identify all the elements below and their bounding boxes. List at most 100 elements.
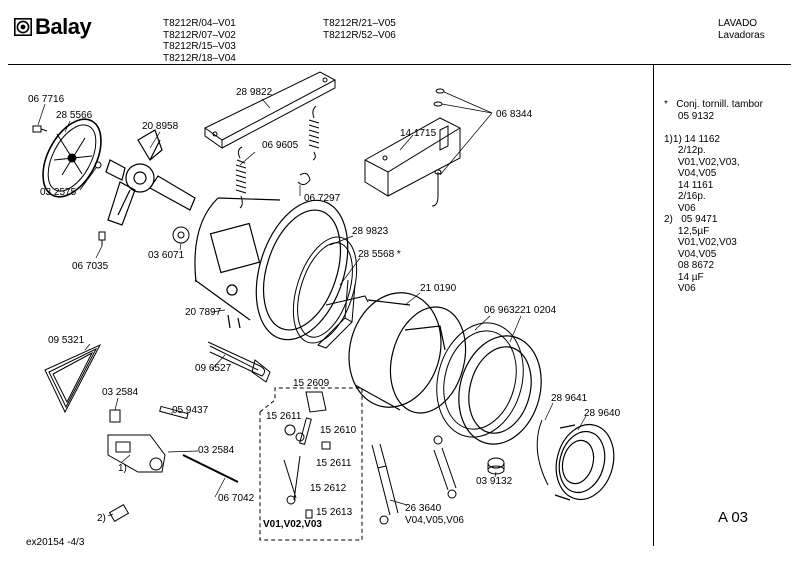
part-label: 05 9437 xyxy=(172,405,209,416)
footer-code: ex20154 -4/3 xyxy=(26,537,85,548)
bracket-285568 xyxy=(317,279,369,349)
header-divider xyxy=(8,64,791,65)
model-line: T8212R/52–V06 xyxy=(323,29,396,41)
capacitor xyxy=(108,503,130,523)
note-line: V06 xyxy=(664,283,696,294)
inner-drum-210190 xyxy=(348,292,467,414)
note-line: 14 1161 xyxy=(664,179,714,191)
kit-parts xyxy=(283,391,331,519)
note-line: V01,V02,V03, xyxy=(664,156,740,168)
part-label: 06 7035 xyxy=(72,261,109,272)
part-label: 15 2610 xyxy=(320,425,357,436)
part-label: 15 2613 xyxy=(316,507,353,518)
model-list-col1: T8212R/04–V01 T8212R/07–V02 T8212R/15–V0… xyxy=(163,18,236,64)
category-line2: Lavadoras xyxy=(718,29,765,41)
outer-tub xyxy=(194,197,349,341)
screw-067716 xyxy=(32,125,48,133)
door-gasket-289640 xyxy=(554,423,615,501)
part-label: 20 8958 xyxy=(142,121,179,132)
model-line: T8212R/18–V04 xyxy=(163,52,236,64)
note-line: 2) 05 9471 xyxy=(664,214,718,225)
brand-name: Balay xyxy=(35,14,92,39)
part-label: 09 5321 xyxy=(48,335,85,346)
pulley-wheel xyxy=(42,118,102,198)
shock-absorber-left xyxy=(371,443,399,525)
strip-059437 xyxy=(159,405,189,420)
leader-lines xyxy=(37,91,587,517)
category-line1: LAVADO xyxy=(718,18,758,29)
model-line: T8212R/15–V03 xyxy=(163,41,236,52)
part-label: 09 6527 xyxy=(195,363,232,374)
washer-032575 xyxy=(94,161,102,169)
part-label: 03 2575 xyxy=(40,187,77,198)
note-line: 12,5µF xyxy=(664,225,710,237)
tub-ring-289823 xyxy=(292,236,358,344)
note-line: V04,V05 xyxy=(664,168,717,179)
bearing-036071 xyxy=(172,226,190,244)
part-label: 15 2611 xyxy=(266,411,302,422)
note-line: 1)1) 14 1162 xyxy=(664,133,720,145)
clip-067297 xyxy=(297,172,311,186)
spring-left xyxy=(235,146,247,209)
part-label: 06 9605 xyxy=(262,140,299,151)
part-label: 03 6071 xyxy=(148,250,185,261)
part-label: 03 2584 xyxy=(198,445,235,456)
spring-right xyxy=(308,105,320,161)
bolt-067042 xyxy=(182,454,239,483)
model-list-col2: T8212R/21–V05 T8212R/52–V06 xyxy=(323,18,396,41)
note-line: V06 xyxy=(664,202,696,214)
part-label: 28 9822 xyxy=(236,87,273,98)
part-label: 06 7297 xyxy=(304,193,341,204)
part-label: 20 7897 xyxy=(185,307,222,318)
note-line: 05 9132 xyxy=(664,110,715,122)
part-label: 03 2584 xyxy=(102,387,139,398)
screw-067035 xyxy=(98,231,106,246)
part-label: 28 9823 xyxy=(352,226,389,237)
top-bracket xyxy=(204,71,337,149)
part-label: 26 3640 xyxy=(405,503,442,514)
heater-096527 xyxy=(207,341,271,383)
model-line: T8212R/21–V05 xyxy=(323,18,396,29)
balay-logo-mark-icon xyxy=(14,18,32,36)
exploded-diagram xyxy=(32,71,615,541)
note-line: 08 8672 xyxy=(664,260,715,271)
ref-label: 1) xyxy=(118,463,127,474)
note-line: V01,V02,V03 xyxy=(664,237,737,248)
variant-label: V04,V05,V06 xyxy=(405,515,464,526)
part-label: 28 5568 * xyxy=(358,249,401,260)
part-label: 28 9641 xyxy=(551,393,588,404)
shock-absorber-right xyxy=(433,435,457,499)
notes-panel: * Conj. tornill. tambor 05 9132 1)1) 14 … xyxy=(664,99,763,295)
belt-095321 xyxy=(44,343,102,414)
counterweight-141715 xyxy=(364,117,461,197)
ref-label: 2) xyxy=(97,513,106,524)
pump xyxy=(107,434,166,473)
part-label: 15 2611 xyxy=(316,458,352,469)
front-ring-210204 xyxy=(458,335,542,445)
balay-logo: Balay xyxy=(14,14,92,39)
kit-box xyxy=(259,387,363,541)
model-line: T8212R/04–V01 xyxy=(163,18,236,29)
note-line: 2/12p. xyxy=(664,145,706,156)
part-label: 06 7716 xyxy=(28,94,65,105)
part-label: 15 2612 xyxy=(310,483,347,494)
category-label: LAVADO Lavadoras xyxy=(718,18,765,41)
page-code: A 03 xyxy=(718,509,749,526)
part-label: 28 5566 xyxy=(56,110,93,121)
part-label: 15 2609 xyxy=(293,378,330,389)
note-line: V04,V05 xyxy=(664,248,717,260)
foot-039132 xyxy=(487,457,505,475)
note-line: 2/16p. xyxy=(664,191,706,202)
notes-divider xyxy=(653,64,654,546)
part-label: 21 0204 xyxy=(520,305,557,316)
part-label: 14 1715 xyxy=(400,128,437,139)
drum-spider xyxy=(105,129,196,226)
note-line: * Conj. tornill. tambor xyxy=(664,99,763,110)
clamp-ring-289641 xyxy=(536,419,549,486)
model-line: T8212R/07–V02 xyxy=(163,29,236,41)
note-line: 14 µF xyxy=(664,271,704,283)
part-label: 28 9640 xyxy=(584,408,621,419)
part-label: 03 9132 xyxy=(476,476,513,487)
part-label: 06 7042 xyxy=(218,493,255,504)
counterweight-bolts xyxy=(431,88,445,207)
